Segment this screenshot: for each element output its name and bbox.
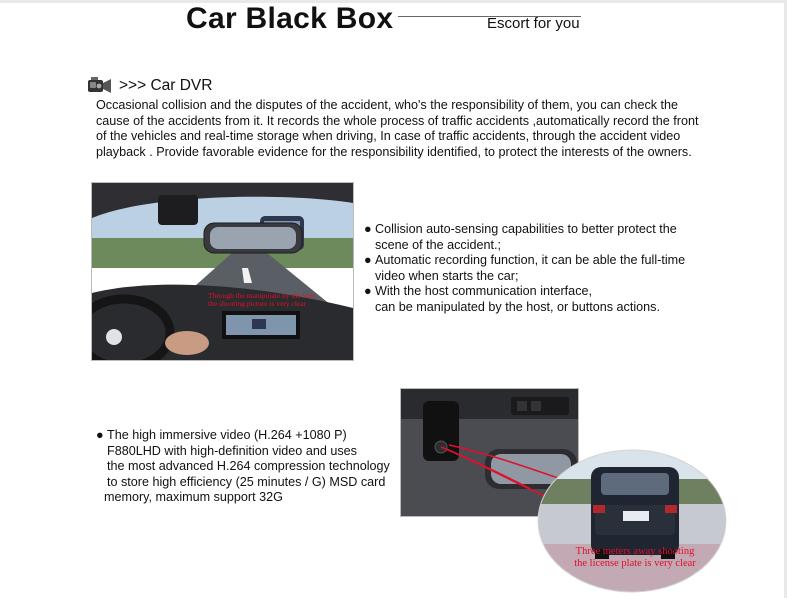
video-spec-list: ● The high immersive video (H.264 +1080 … <box>96 428 406 506</box>
oval-caption: Three meters away shooting the license p… <box>560 546 710 570</box>
page-border-top <box>0 0 787 3</box>
bullet-dot: ● <box>96 428 104 442</box>
video-spec-line: to store high efficiency (25 minutes / G… <box>107 474 386 489</box>
page-border-right <box>784 0 787 598</box>
feature-line: With the host communication interface, <box>375 284 592 299</box>
feature-item: ● Automatic recording function, it can b… <box>364 253 704 284</box>
page-tagline: Escort for you <box>487 15 580 32</box>
photo1-caption-line2: the shooting picture is very clear <box>208 299 307 308</box>
bullet-dot: ● <box>364 284 372 299</box>
video-spec-item: ● The high immersive video (H.264 +1080 … <box>96 428 406 506</box>
bullet-dot: ● <box>364 253 372 268</box>
oval-caption-line1: Three meters away shooting <box>575 546 695 557</box>
section-heading: >>> Car DVR <box>119 77 213 94</box>
video-spec-line: the most advanced H.264 compression tech… <box>107 459 390 474</box>
page-title: Car Black Box <box>186 2 394 35</box>
feature-line: can be manipulated by the host, or butto… <box>375 299 660 314</box>
photo1-caption: Through the manipulate by the host, the … <box>208 292 317 308</box>
video-spec-line: The high immersive video (H.264 +1080 P) <box>107 428 347 442</box>
feature-line: scene of the accident.; <box>375 237 502 252</box>
camcorder-icon <box>88 77 111 93</box>
dashboard-photo <box>91 182 354 361</box>
features-list: ● Collision auto-sensing capabilities to… <box>364 222 704 316</box>
video-spec-line: F880LHD with high-definition video and u… <box>107 443 357 458</box>
bullet-dot: ● <box>364 222 372 236</box>
feature-line: Automatic recording function, it can be … <box>375 253 686 268</box>
intro-paragraph: Occasional collision and the disputes of… <box>96 98 699 159</box>
oval-caption-line2: the license plate is very clear <box>574 558 696 569</box>
feature-line: video when starts the car; <box>375 268 519 283</box>
license-plate-closeup <box>537 449 727 593</box>
feature-line: Collision auto-sensing capabilities to b… <box>375 222 677 236</box>
video-spec-line: memory, maximum support 32G <box>104 490 283 505</box>
feature-item: ● Collision auto-sensing capabilities to… <box>364 222 704 253</box>
photo1-caption-line1: Through the manipulate by the host, <box>208 291 317 300</box>
title-rule <box>398 16 581 17</box>
feature-item: ● With the host communication interface,… <box>364 284 704 315</box>
